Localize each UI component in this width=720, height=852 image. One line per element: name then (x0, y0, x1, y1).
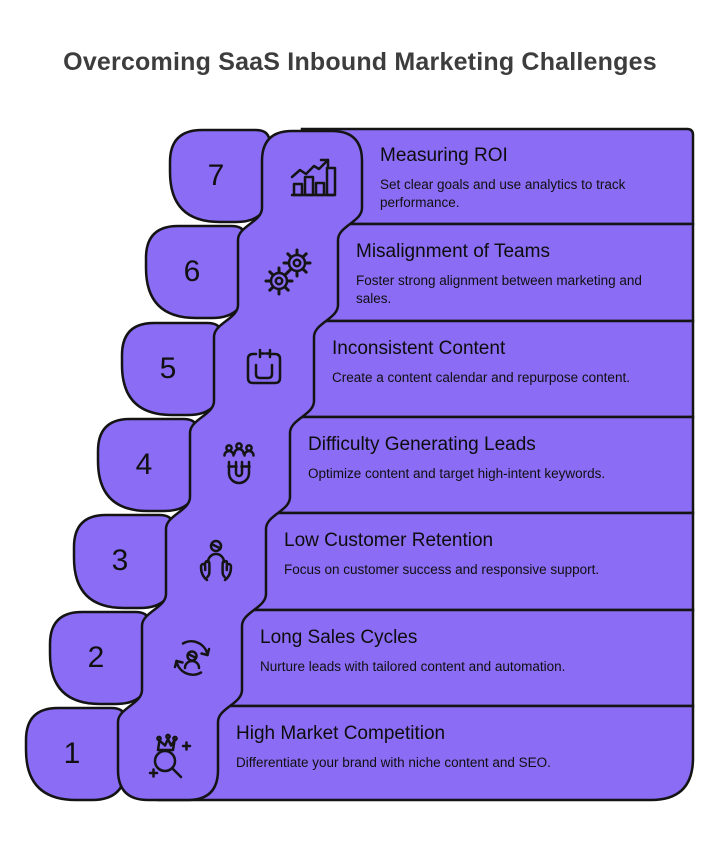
step-title: Measuring ROI (380, 145, 508, 166)
step-title: High Market Competition (236, 723, 446, 744)
step-description: Foster strong alignment between marketin… (356, 273, 642, 307)
lead-magnet-icon (212, 437, 268, 493)
step-title: Low Customer Retention (284, 530, 494, 551)
step-text: Misalignment of Teams Foster strong alig… (356, 241, 676, 308)
page-title: Overcoming SaaS Inbound Marketing Challe… (63, 48, 657, 76)
step-number: 5 (159, 352, 177, 385)
step-row: 3 Low Customer Retention Focus on custom… (0, 513, 720, 609)
step-number: 7 (207, 159, 225, 192)
step-row: 4 Difficulty Generating Leads Optimize c… (0, 417, 720, 513)
icon-spine (116, 129, 364, 802)
step-title: Long Sales Cycles (260, 627, 418, 648)
step-number: 1 (63, 737, 81, 770)
crown-search-icon (140, 726, 196, 782)
bar-chart-growth-icon (284, 148, 340, 204)
step-description: Focus on customer success and responsive… (284, 562, 600, 577)
number-bubble (168, 128, 272, 224)
step-text: Measuring ROI Set clear goals and use an… (380, 145, 676, 212)
step-row: 7 Measuring ROI Set clear goals and use … (0, 128, 720, 224)
sales-cycle-icon (164, 630, 220, 686)
step-description: Optimize content and target high-intent … (308, 466, 606, 481)
step-text: Inconsistent Content Create a content ca… (332, 338, 676, 387)
step-title: Misalignment of Teams (356, 241, 550, 262)
step-description: Set clear goals and use analytics to tra… (380, 177, 626, 211)
step-panel (300, 127, 695, 226)
step-number: 3 (111, 544, 129, 577)
step-number: 4 (135, 448, 153, 481)
gears-icon (260, 244, 316, 300)
step-text: Low Customer Retention Focus on customer… (284, 530, 676, 579)
step-row: 1 High Market Competition Differentiate … (0, 706, 720, 802)
step-description: Create a content calendar and repurpose … (332, 370, 630, 385)
step-number: 2 (87, 641, 105, 674)
step-title: Inconsistent Content (332, 338, 506, 359)
step-description: Differentiate your brand with niche cont… (236, 755, 551, 770)
step-number: 6 (183, 255, 201, 288)
step-text: Long Sales Cycles Nurture leads with tai… (260, 627, 676, 676)
step-row: 2 Long Sales Cycles Nurture leads with t… (0, 610, 720, 706)
calendar-icon (236, 341, 292, 397)
step-row: 6 Misalignment of Teams Foster strong al… (0, 224, 720, 320)
step-row: 5 Inconsistent Content Create a content … (0, 321, 720, 417)
step-description: Nurture leads with tailored content and … (260, 659, 566, 674)
step-text: Difficulty Generating Leads Optimize con… (308, 434, 676, 483)
step-text: High Market Competition Differentiate yo… (236, 723, 676, 772)
step-panel (156, 704, 695, 802)
customer-care-icon (188, 533, 244, 589)
step-title: Difficulty Generating Leads (308, 434, 536, 455)
